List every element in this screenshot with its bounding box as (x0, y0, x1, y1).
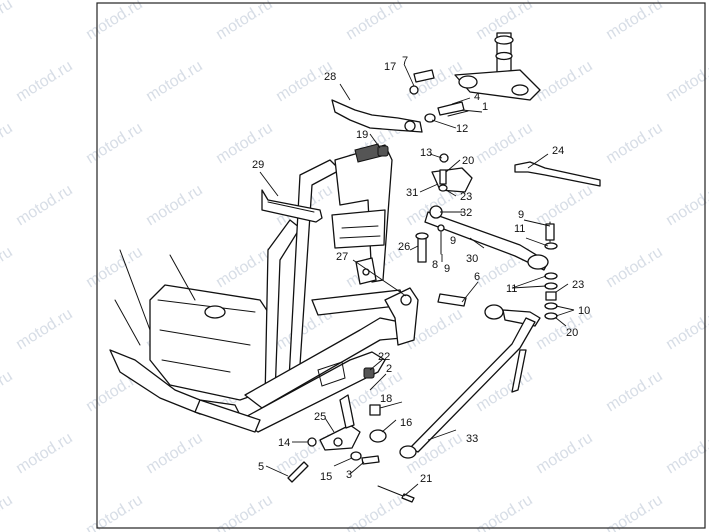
part-25-bracket (319, 424, 361, 451)
callout-2: 2 (386, 363, 392, 375)
callout-33: 33 (466, 433, 478, 445)
part-18-nut (369, 404, 381, 416)
watermark-text: motod.ru (403, 58, 466, 106)
watermark-text: motod.ru (83, 492, 146, 532)
watermark-text: motod.ru (603, 120, 666, 168)
watermark-text: motod.ru (213, 120, 276, 168)
watermark-text: motod.ru (343, 492, 406, 532)
callout-21: 21 (420, 473, 432, 485)
part-24-cable (514, 161, 601, 187)
callout-11: 11 (514, 223, 525, 235)
watermark-text: motod.ru (473, 120, 536, 168)
callout-7: 7 (402, 55, 408, 67)
part-19-nut (377, 145, 389, 157)
callout-9: 9 (444, 263, 450, 275)
callout-31: 31 (406, 187, 418, 199)
watermark-text: motod.ru (0, 244, 16, 292)
watermark-text: motod.ru (533, 58, 596, 106)
watermark-text: motod.ru (663, 182, 709, 230)
part-33-link-rod (399, 304, 541, 459)
part-29-plate (261, 189, 323, 223)
callout-5: 5 (258, 461, 264, 473)
callout-10: 10 (578, 305, 590, 317)
callout-26: 26 (398, 241, 410, 253)
watermark-text: motod.ru (0, 120, 16, 168)
watermark-text: motod.ru (213, 492, 276, 532)
part-30-tie-rod (424, 205, 549, 271)
callout-28: 28 (324, 71, 336, 83)
right-hardware-stack (544, 221, 558, 320)
part-16-joint (369, 429, 387, 443)
callout-17: 17 (384, 61, 396, 73)
watermark-text: motod.ru (603, 0, 666, 43)
callout-4: 4 (474, 91, 480, 103)
watermark-text: motod.ru (143, 430, 206, 478)
callout-30: 30 (466, 253, 478, 265)
callout-labels: 1234567899910111112131415161718192020212… (252, 55, 590, 485)
callout-25: 25 (314, 411, 326, 423)
watermark-text: motod.ru (473, 492, 536, 532)
callout-16: 16 (400, 417, 412, 429)
watermark-text: motod.ru (213, 0, 276, 43)
callout-1: 1 (482, 101, 488, 113)
diagram-frame (96, 2, 706, 529)
callout-20: 20 (566, 327, 578, 339)
callout-18: 18 (380, 393, 392, 405)
watermark-text: motod.ru (143, 182, 206, 230)
callout-23: 23 (572, 279, 584, 291)
callout-11: 11 (506, 283, 517, 295)
callout-29: 29 (252, 159, 264, 171)
watermark-text: motod.ru (13, 182, 76, 230)
scooter-frame (109, 143, 419, 433)
watermark-text: motod.ru (603, 244, 666, 292)
callout-12: 12 (456, 123, 468, 135)
callout-14: 14 (278, 437, 290, 449)
callout-9: 9 (518, 209, 524, 221)
watermark-text: motod.ru (213, 244, 276, 292)
watermark-text: motod.ru (83, 120, 146, 168)
watermark-text: motod.ru (663, 306, 709, 354)
part-3-bolt (361, 455, 380, 465)
watermark-text: motod.ru (343, 0, 406, 43)
part-28-bracket (331, 99, 423, 133)
part-31-bracket (431, 167, 473, 193)
part-5-bolt (287, 461, 309, 483)
watermark-text: motod.ru (13, 306, 76, 354)
callout-20: 20 (462, 155, 474, 167)
steering-stem (454, 32, 541, 101)
leader-lines (259, 63, 575, 497)
callout-23: 23 (460, 191, 472, 203)
watermark-text: motod.ru (663, 430, 709, 478)
part-22-nut (363, 367, 375, 379)
callout-3: 3 (346, 469, 352, 481)
callout-22: 22 (378, 351, 390, 363)
watermark-text: motod.ru (603, 368, 666, 416)
watermark-text: motod.ru (0, 368, 16, 416)
watermark-text: motod.ru (533, 430, 596, 478)
callout-24: 24 (552, 145, 564, 157)
part-26-bolt (417, 235, 427, 263)
watermark-text: motod.ru (143, 58, 206, 106)
watermark-text: motod.ru (603, 492, 666, 532)
callout-13: 13 (420, 147, 432, 159)
part-6-bolt (437, 293, 467, 307)
watermark-text: motod.ru (83, 244, 146, 292)
watermark-text: motod.ru (0, 492, 16, 532)
watermark-text: motod.ru (663, 58, 709, 106)
callout-6: 6 (474, 271, 480, 283)
callout-32: 32 (460, 207, 472, 219)
watermark-text: motod.ru (533, 182, 596, 230)
callout-8: 8 (432, 259, 438, 271)
watermark-text: motod.ru (83, 0, 146, 43)
watermark-text: motod.ru (13, 430, 76, 478)
watermark-text: motod.ru (13, 58, 76, 106)
callout-15: 15 (320, 471, 332, 483)
watermark-text: motod.ru (0, 0, 16, 43)
callout-19: 19 (356, 129, 368, 141)
part-7-bolt (413, 69, 435, 83)
callout-27: 27 (336, 251, 348, 263)
callout-9: 9 (450, 235, 456, 247)
